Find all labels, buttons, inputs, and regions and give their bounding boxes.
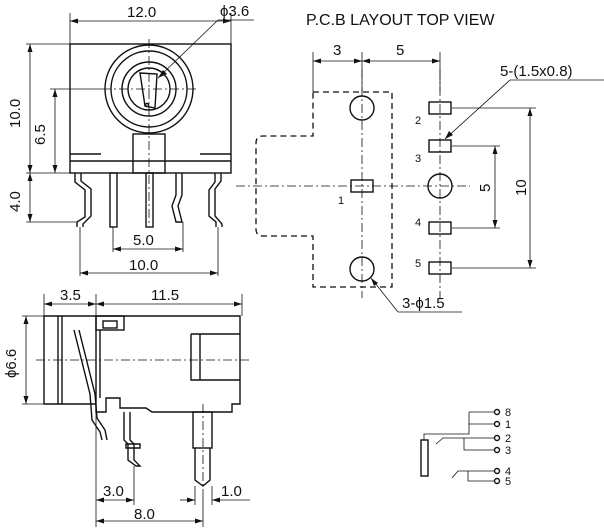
front-view: 12.0 ϕ3.6 bbox=[7, 3, 254, 276]
schematic-terminal-1 bbox=[493, 420, 501, 428]
pcb-pad-1 bbox=[350, 179, 374, 193]
front-pin-length-label: 4.0 bbox=[7, 191, 24, 212]
side-view: 3.5 11.5 ϕ6.6 bbox=[3, 287, 252, 527]
schematic-symbol: 8 1 2 3 4 5 bbox=[420, 407, 511, 488]
pcb-hole-note-label: 3-ϕ1.5 bbox=[402, 295, 445, 312]
pcb-pin-4-label: 4 bbox=[415, 217, 421, 229]
side-body-outline bbox=[95, 315, 241, 413]
pcb-pad-2 bbox=[428, 101, 452, 115]
schematic-pin-3-label: 3 bbox=[505, 445, 511, 457]
front-diameter-label: ϕ3.6 bbox=[220, 3, 249, 20]
pcb-hole-top bbox=[349, 95, 375, 121]
pcb-pin-2-label: 2 bbox=[415, 115, 421, 127]
pcb-pin-3-label: 3 bbox=[415, 153, 421, 165]
side-pin-offset-label: 3.0 bbox=[103, 483, 124, 500]
schematic-jack-sleeve bbox=[420, 439, 429, 477]
front-pin-span-label: 10.0 bbox=[129, 257, 158, 274]
schematic-terminal-8 bbox=[493, 408, 501, 416]
pcb-pad-5 bbox=[428, 261, 452, 275]
front-width-label: 12.0 bbox=[127, 4, 156, 21]
pcb-pad-3 bbox=[428, 139, 452, 153]
pcb-v-large-label: 10 bbox=[513, 179, 530, 196]
pcb-pad-4 bbox=[428, 221, 452, 235]
schematic-pin-2-label: 2 bbox=[505, 433, 511, 445]
schematic-pin-4-label: 4 bbox=[505, 466, 511, 478]
pcb-dim-right-label: 5 bbox=[396, 42, 404, 59]
side-diameter-label: ϕ6.6 bbox=[3, 349, 20, 378]
schematic-pin-1-label: 1 bbox=[505, 419, 511, 431]
pcb-body-outline bbox=[255, 91, 393, 288]
pcb-v-small-label: 5 bbox=[477, 184, 494, 192]
pcb-pin-1-label: 1 bbox=[338, 195, 344, 207]
pcb-layout: P.C.B LAYOUT TOP VIEW 3 5 1 2 3 4 5 bbox=[236, 12, 604, 313]
schematic-terminal-5 bbox=[493, 477, 501, 485]
schematic-pin-8-label: 8 bbox=[505, 407, 511, 419]
pcb-layout-title: P.C.B LAYOUT TOP VIEW bbox=[306, 12, 495, 29]
side-length-base-label: 8.0 bbox=[134, 506, 155, 523]
pcb-pin-5-label: 5 bbox=[415, 258, 421, 270]
front-height-label: 10.0 bbox=[7, 99, 24, 128]
pcb-hole-bottom bbox=[349, 256, 375, 282]
schematic-terminal-3 bbox=[493, 446, 501, 454]
front-center-height-label: 6.5 bbox=[32, 124, 49, 145]
side-body-length-label: 11.5 bbox=[151, 287, 179, 304]
side-front-length-label: 3.5 bbox=[60, 287, 81, 304]
pcb-pad-size-label: 5-(1.5x0.8) bbox=[500, 63, 573, 80]
side-pin-width-label: 1.0 bbox=[221, 483, 242, 500]
schematic-terminal-4 bbox=[493, 467, 501, 475]
pcb-dim-left-label: 3 bbox=[333, 42, 341, 59]
pcb-hole-right bbox=[427, 173, 453, 199]
schematic-terminal-2 bbox=[493, 434, 501, 442]
schematic-pin-5-label: 5 bbox=[505, 476, 511, 488]
front-pin-pitch-label: 5.0 bbox=[133, 232, 154, 249]
